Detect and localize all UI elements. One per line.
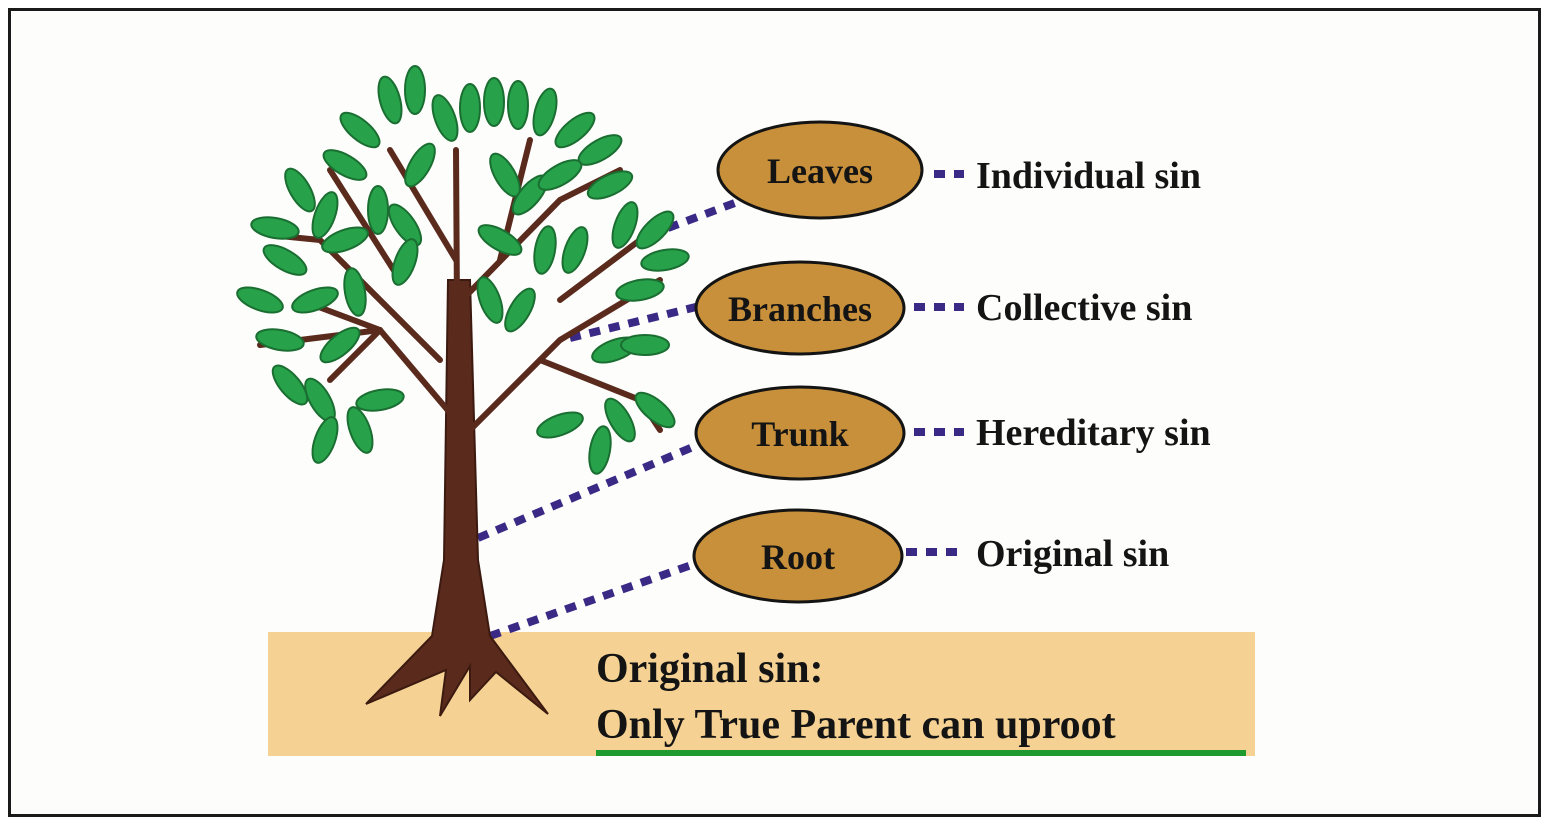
trunk-ellipse (694, 385, 906, 481)
branch-left-down (327, 327, 383, 383)
leaves-ellipse (716, 120, 924, 220)
leaf (640, 248, 690, 272)
leaf (236, 286, 284, 314)
leaf (387, 203, 423, 247)
leaf (483, 77, 505, 127)
leaf (377, 75, 403, 125)
leaf (319, 326, 361, 364)
leaf (250, 216, 300, 240)
trunk-and-roots (365, 279, 549, 717)
leaf (477, 224, 523, 256)
caption-underline (596, 750, 1246, 756)
leaf (620, 334, 670, 356)
leaf (311, 191, 339, 239)
leaf (262, 244, 308, 276)
branch-right-tip (557, 237, 643, 303)
leaf (339, 111, 381, 149)
tree-leaves (236, 65, 690, 475)
leaf (346, 406, 374, 454)
leaf (507, 80, 529, 130)
collective-sin-label: Collective sin (976, 287, 1192, 329)
branch-upper-left (387, 147, 459, 263)
leaf (431, 94, 459, 142)
leaf (533, 225, 557, 275)
leaf (537, 159, 583, 191)
trunk-label: Trunk (751, 414, 848, 454)
leaf (404, 65, 426, 115)
connector-root (488, 558, 702, 640)
leaves-label: Leaves (767, 151, 873, 191)
leaf (322, 149, 368, 181)
root-label: Root (761, 537, 835, 577)
leaf (611, 201, 639, 249)
leaf (355, 388, 405, 412)
leaf (588, 425, 612, 475)
leaf (635, 210, 675, 250)
label-connectors (906, 170, 964, 556)
connector-trunk (476, 440, 702, 542)
leaf (255, 328, 305, 352)
root-ellipse (692, 508, 904, 604)
tree-trunk (365, 279, 549, 717)
leaf (311, 416, 339, 464)
leaf (476, 276, 504, 324)
leaf (586, 170, 634, 200)
branches-label: Branches (728, 289, 872, 329)
leaf (321, 226, 369, 254)
leaf (291, 286, 339, 314)
leaf (604, 397, 636, 443)
node-ellipses (692, 120, 924, 604)
leaf (504, 287, 536, 333)
leaf (536, 411, 584, 439)
leaf (391, 238, 419, 286)
connector-leaves (666, 194, 750, 232)
leaf (271, 364, 309, 406)
leaf (284, 167, 316, 213)
individual-sin-label: Individual sin (976, 155, 1201, 197)
branch-center (453, 147, 461, 473)
caption-title: Original sin: (596, 646, 824, 692)
leaf (615, 278, 665, 302)
leaf (459, 83, 481, 133)
tree-connectors (476, 194, 750, 640)
leaf (404, 142, 436, 188)
leaf (532, 87, 558, 137)
leaf (561, 226, 589, 274)
original-sin-label: Original sin (976, 533, 1169, 575)
leaf (343, 267, 367, 317)
branches-ellipse (694, 260, 906, 356)
leaf (367, 185, 389, 235)
leaf (554, 111, 596, 149)
caption-subtitle: Only True Parent can uproot (596, 702, 1116, 748)
connector-branches (569, 302, 701, 342)
leaf (634, 391, 676, 429)
hereditary-sin-label: Hereditary sin (976, 412, 1211, 454)
branch-left-top (327, 167, 403, 283)
